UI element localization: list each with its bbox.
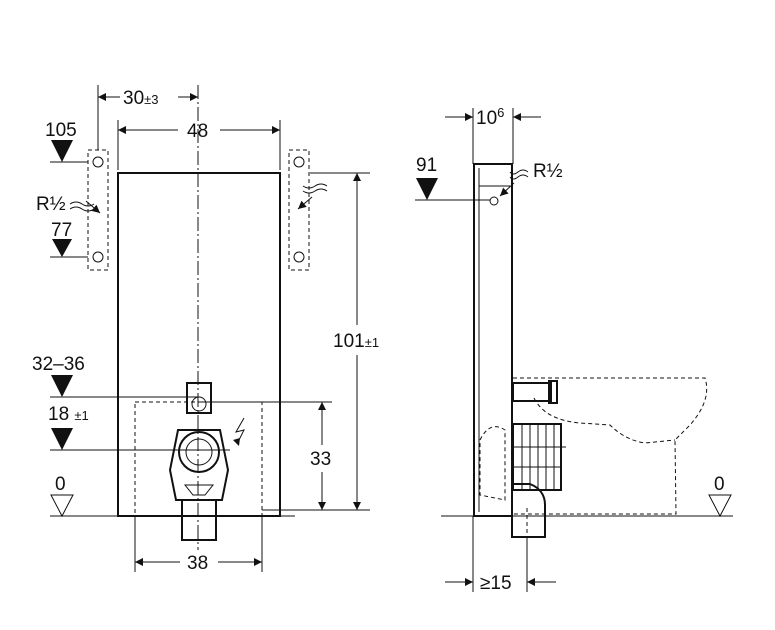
floor-marker-icon	[708, 494, 732, 518]
level-marker-icon	[52, 239, 72, 257]
level-drain-range: 32–36	[32, 354, 85, 375]
dim-drain-height: 33	[310, 449, 331, 470]
level-marker-icon	[51, 428, 73, 450]
level-supply-bottom: 77	[51, 220, 72, 241]
dim-width: 48	[187, 121, 208, 142]
level-floor: 0	[55, 474, 66, 495]
dim-min-distance: ≥15	[480, 573, 512, 594]
toilet-outline	[513, 377, 708, 515]
supply-thread: R½	[533, 161, 563, 182]
drain-bend	[511, 483, 546, 538]
flush-pipe	[512, 382, 552, 402]
dim-height: 101±1	[333, 331, 379, 352]
level-floor: 0	[714, 474, 725, 495]
right-bracket	[288, 149, 310, 271]
side-view: 106 91 R½ 0 ≥15	[415, 105, 733, 594]
frame-outline	[134, 401, 263, 517]
front-view: 30±3 48 105 R½ 77 101±1 33 32–36	[32, 85, 379, 574]
level-supply: 91	[416, 155, 437, 176]
level-supply-top: 105	[45, 120, 77, 141]
floor-marker-icon	[50, 494, 74, 518]
level-drain-center: 18 ±1	[48, 404, 89, 425]
drain-fitting	[168, 382, 230, 541]
side-panel	[473, 163, 513, 517]
level-marker-icon	[51, 375, 73, 397]
dim-offset: 30±3	[123, 88, 159, 109]
level-marker-icon	[416, 178, 438, 200]
electrical-icon	[233, 417, 245, 446]
drain-bellows	[512, 423, 566, 491]
level-marker-icon	[51, 140, 73, 162]
dim-depth: 106	[476, 105, 504, 129]
dim-bottom-width: 38	[187, 553, 208, 574]
supply-thread: R½	[36, 194, 66, 215]
